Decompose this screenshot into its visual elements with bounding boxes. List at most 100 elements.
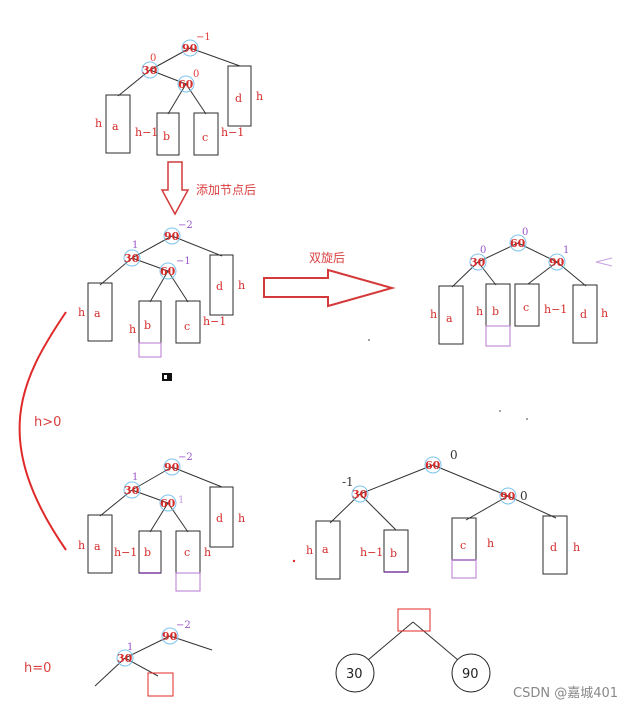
- label-d: d: [216, 512, 223, 525]
- bf-60: 1: [178, 495, 184, 506]
- bf-30: 0: [150, 53, 156, 64]
- node-60: 60: [160, 497, 176, 510]
- subtree-d: [572, 284, 598, 344]
- node-30: 30: [117, 652, 133, 665]
- label-c: c: [202, 131, 208, 144]
- node-90-halo: [181, 39, 199, 57]
- height-c: h: [487, 537, 494, 550]
- subtree-c: [175, 300, 201, 344]
- subtree-d: [227, 65, 252, 127]
- bf-30: 1: [132, 240, 138, 251]
- label-double-rotate: 双旋后: [309, 251, 345, 265]
- subtree-a: [87, 282, 113, 342]
- tree-initial: 90 30 60 −1 0 0 a b c d h h−1 h−1 h: [95, 32, 263, 156]
- bf-90: −2: [178, 220, 193, 231]
- tree-after-rotation: 60 30 90 0 0 1 a b c d h h h−1 h: [430, 227, 608, 347]
- subtree-a: [87, 514, 113, 574]
- bf-60: 0: [522, 227, 528, 238]
- height-c: h: [204, 546, 211, 559]
- root-node: [397, 608, 431, 632]
- node-60-halo: [177, 75, 195, 93]
- height-b: h: [129, 323, 136, 336]
- node-60: 60: [178, 78, 194, 91]
- node-60: 60: [425, 459, 441, 472]
- height-b: h: [476, 305, 483, 318]
- small-icon: [162, 373, 172, 381]
- node-30: 30: [470, 256, 486, 269]
- bf-30: -1: [342, 475, 354, 489]
- node-90: 90: [500, 490, 516, 503]
- height-d: h: [238, 279, 245, 292]
- label-b: b: [144, 319, 151, 332]
- bf-90: −2: [176, 620, 191, 631]
- label-b: b: [144, 546, 151, 559]
- bf-60: −1: [176, 256, 191, 267]
- label-c: c: [523, 301, 529, 314]
- label-c: c: [184, 320, 190, 333]
- node-30: 30: [124, 484, 140, 497]
- label-d: d: [216, 280, 223, 293]
- label-add-node: 添加节点后: [196, 183, 256, 197]
- bf-90: 1: [563, 245, 569, 256]
- inserted-node: [147, 672, 174, 697]
- node-90: 90: [164, 461, 180, 474]
- node-60: 60: [160, 265, 176, 278]
- label-h-eq-0: h=0: [24, 661, 51, 676]
- right-arrow-icon: [263, 268, 396, 308]
- node-90: 90: [182, 42, 198, 55]
- label-c: c: [460, 539, 466, 552]
- label-a: a: [112, 120, 119, 133]
- label-a: a: [94, 307, 101, 320]
- tree-heq0-after: 30 90: [335, 608, 491, 693]
- node-90: 90: [462, 667, 479, 682]
- watermark: CSDN @嘉城401: [513, 686, 618, 701]
- subtree-b: [156, 112, 180, 156]
- bf-30: 0: [480, 245, 486, 256]
- height-b: h−1: [135, 126, 158, 139]
- bf-90: −1: [196, 32, 211, 43]
- label-a: a: [446, 312, 453, 325]
- bf-60: 0: [193, 69, 199, 80]
- inserted-node: [451, 559, 477, 579]
- bf-90: 0: [520, 489, 528, 503]
- label-a: a: [322, 543, 329, 556]
- node-90: 90: [549, 256, 565, 269]
- label-c: c: [184, 546, 190, 559]
- bf-90: −2: [178, 452, 193, 463]
- label-b: b: [492, 305, 499, 318]
- node-30: 30: [346, 667, 363, 682]
- subtree-d: [542, 515, 568, 575]
- tree-hgt0-before: 90 30 60 −2 1 1 a b c d h h−1 h h: [78, 452, 245, 592]
- node-60: 60: [510, 237, 526, 250]
- height-a: h: [95, 117, 102, 130]
- label-d: d: [235, 92, 242, 105]
- subtree-a: [105, 94, 131, 154]
- height-a: h: [78, 306, 85, 319]
- height-d: h: [238, 512, 245, 525]
- subtree-a: [438, 285, 464, 345]
- node-circle-90: [451, 653, 491, 693]
- inserted-node: [485, 325, 511, 347]
- bf-60: 0: [450, 448, 458, 462]
- subtree-a: [315, 520, 341, 580]
- height-a: h: [306, 544, 313, 557]
- label-b: b: [163, 130, 170, 143]
- height-b: h−1: [360, 546, 383, 559]
- node-circle-30: [335, 653, 375, 693]
- node-30-halo: [141, 61, 159, 79]
- height-d: h: [573, 541, 580, 554]
- inserted-node: [175, 572, 201, 592]
- label-b: b: [390, 547, 397, 560]
- label-d: d: [550, 541, 557, 554]
- subtree-c: [514, 283, 540, 327]
- tree-hgt0-after: 60 30 90 0 -1 0 a b c d h h−1 h h: [306, 448, 580, 580]
- label-d: d: [580, 308, 587, 321]
- subtree-d: [209, 254, 234, 316]
- subtree-c: [193, 112, 219, 156]
- node-90: 90: [164, 230, 180, 243]
- height-a: h: [430, 308, 437, 321]
- height-c: h−1: [221, 126, 244, 139]
- node-30: 30: [142, 64, 158, 77]
- height-c: h−1: [544, 303, 567, 316]
